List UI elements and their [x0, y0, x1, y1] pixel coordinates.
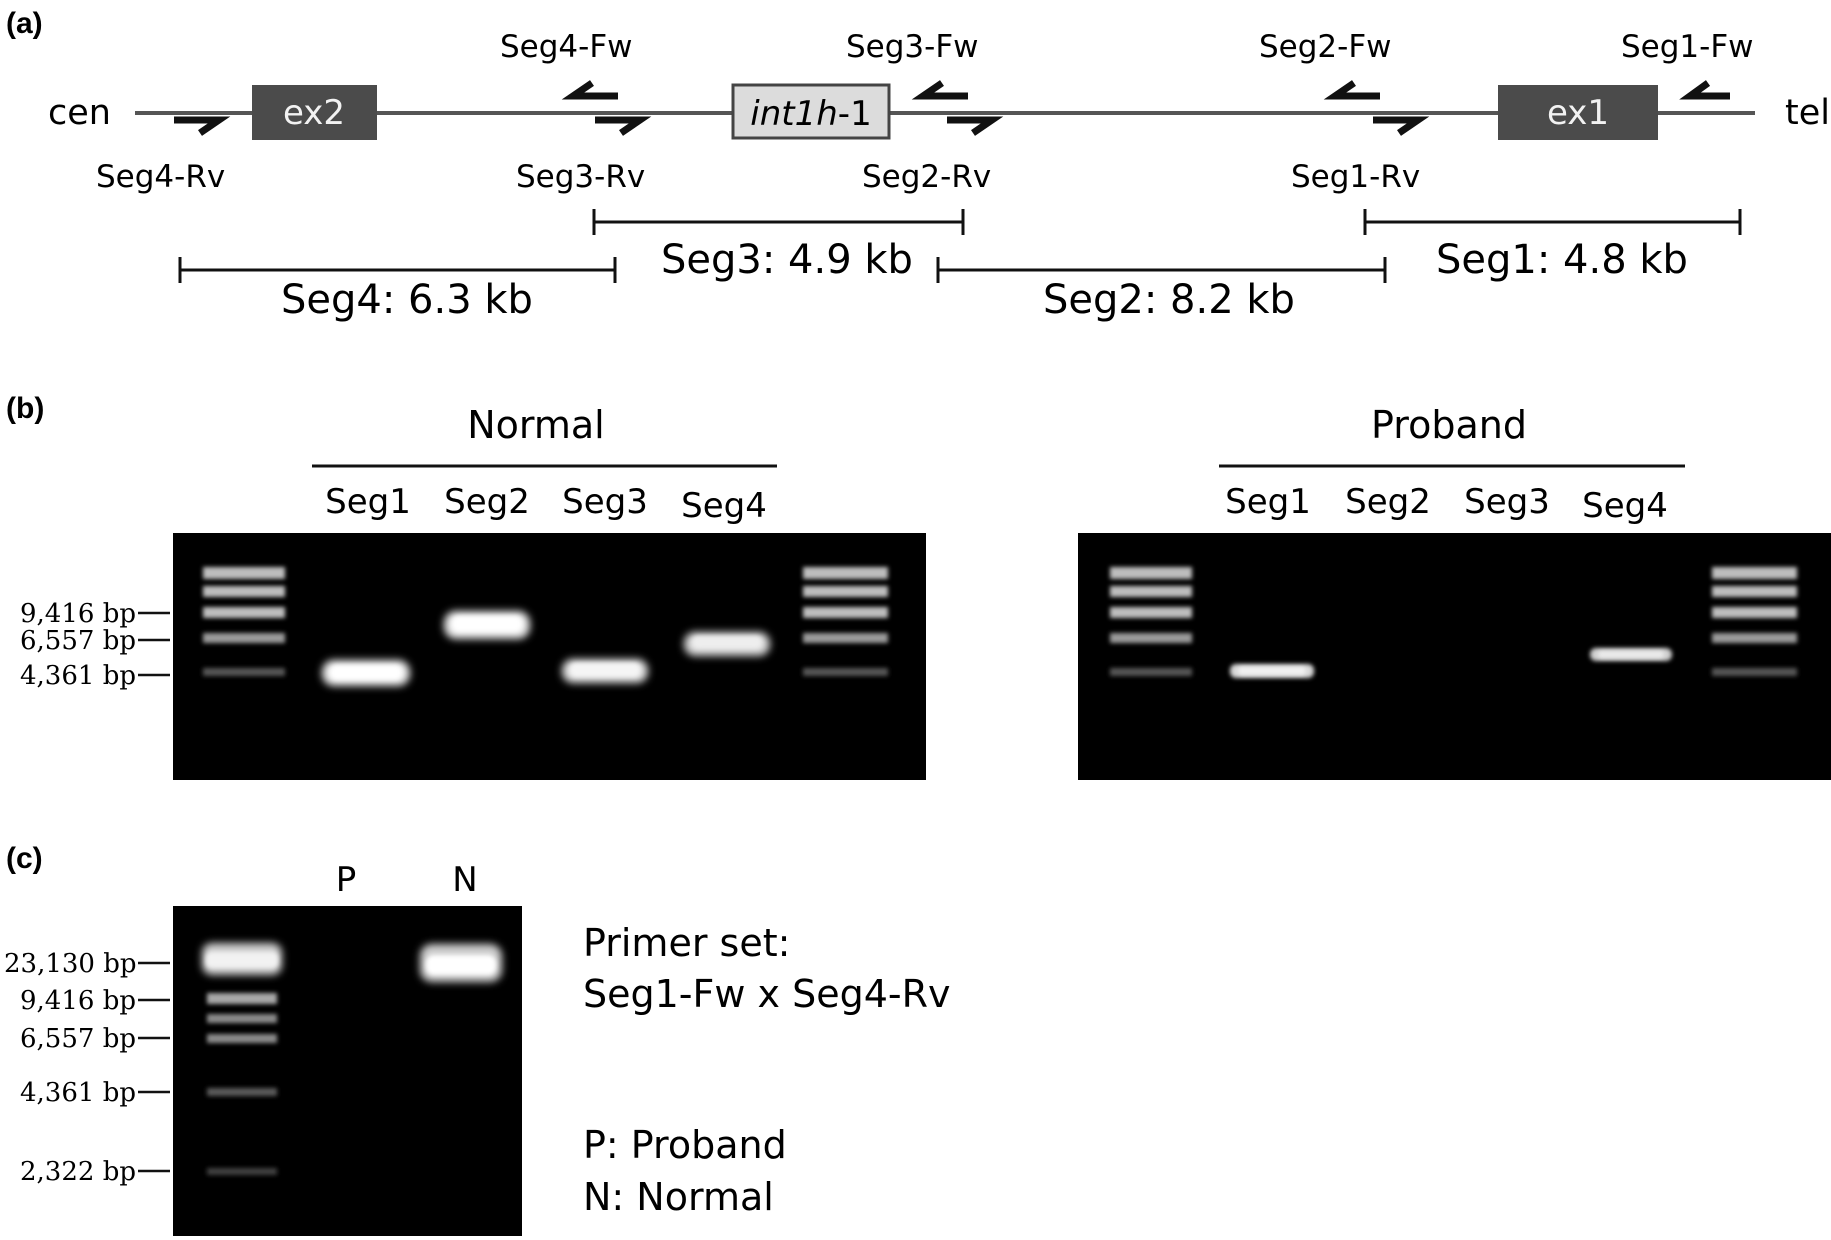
- proband-ladder-right: [1712, 567, 1797, 676]
- normal-lane-seg3: Seg3: [562, 482, 648, 522]
- normal-lane-seg1: Seg1: [325, 482, 411, 522]
- seg1-fw-arrow: [1679, 80, 1730, 100]
- seg1-length: Seg1: 4.8 kb: [1436, 237, 1688, 283]
- c-marker-4361: 4,361 bp: [20, 1078, 136, 1108]
- b-marker-6557: 6,557 bp: [20, 626, 136, 656]
- normal-band-seg3: [562, 659, 648, 683]
- int1h-suffix: -1: [838, 94, 872, 134]
- panel-c-gel: [173, 906, 522, 1236]
- normal-lane-seg4: Seg4: [681, 486, 767, 526]
- legend-normal: N: Normal: [583, 1175, 774, 1219]
- seg1-rv-label: Seg1-Rv: [1291, 159, 1420, 195]
- lane-p-label: P: [336, 860, 357, 900]
- proband-gel: [1078, 533, 1831, 780]
- seg4-fw-arrow: [561, 80, 618, 100]
- seg2-rv-arrow: [947, 116, 1004, 136]
- c-marker-9416: 9,416 bp: [20, 986, 136, 1016]
- exon-2-box: [252, 85, 377, 140]
- seg1-rv-arrow: [1373, 116, 1430, 136]
- tel-label: tel: [1785, 93, 1830, 133]
- seg4-fw-label: Seg4-Fw: [500, 29, 633, 65]
- seg4-bracket: [178, 257, 617, 283]
- seg3-fw-label: Seg3-Fw: [846, 29, 979, 65]
- panel-c-band-normal: [420, 944, 502, 982]
- panel-b-label: (b): [6, 392, 44, 425]
- panel-c-ladder: [202, 943, 282, 1175]
- c-marker-2322: 2,322 bp: [20, 1157, 136, 1187]
- seg3-length: Seg3: 4.9 kb: [661, 237, 913, 283]
- normal-lane-seg2: Seg2: [444, 482, 530, 522]
- proband-ladder-left: [1110, 567, 1192, 676]
- seg4-rv-label: Seg4-Rv: [96, 159, 225, 195]
- normal-header: Normal: [467, 403, 605, 447]
- normal-ladder-left: [203, 567, 285, 676]
- int1h-italic: int1h: [750, 94, 838, 134]
- c-marker-23130: 23,130 bp: [4, 949, 137, 979]
- proband-lane-seg4: Seg4: [1582, 486, 1668, 526]
- normal-gel: [173, 533, 926, 780]
- exon-1-label: ex1: [1547, 93, 1609, 133]
- panel-c: (c) P N 23,130 bp 9,416 bp 6,557 bp 4,36…: [4, 842, 951, 1236]
- seg2-length: Seg2: 8.2 kb: [1043, 277, 1295, 323]
- proband-band-seg1: [1230, 664, 1314, 678]
- seg2-bracket: [936, 257, 1387, 283]
- normal-ladder-right: [803, 567, 888, 676]
- primer-set-title: Primer set:: [583, 921, 790, 965]
- int1h-label: int1h-1: [750, 94, 871, 134]
- normal-band-seg1: [322, 660, 410, 686]
- c-marker-6557: 6,557 bp: [20, 1024, 136, 1054]
- seg2-fw-arrow: [1323, 80, 1380, 100]
- panel-a-label: (a): [6, 7, 43, 40]
- proband-lane-seg3: Seg3: [1464, 482, 1550, 522]
- proband-gel-background: [1078, 533, 1831, 780]
- seg4-length: Seg4: 6.3 kb: [281, 277, 533, 323]
- seg1-fw-label: Seg1-Fw: [1621, 29, 1754, 65]
- b-marker-9416: 9,416 bp: [20, 599, 136, 629]
- seg3-rv-arrow: [595, 116, 652, 136]
- primer-set-value: Seg1-Fw x Seg4-Rv: [583, 972, 951, 1016]
- legend-proband: P: Proband: [583, 1123, 787, 1167]
- normal-gel-background: [173, 533, 926, 780]
- normal-band-seg2: [444, 611, 530, 639]
- normal-band-seg4: [684, 632, 770, 656]
- seg4-rv-arrow: [174, 116, 231, 136]
- proband-header: Proband: [1371, 403, 1527, 447]
- b-marker-4361: 4,361 bp: [20, 661, 136, 691]
- panel-c-label: (c): [6, 842, 43, 875]
- seg1-bracket: [1363, 209, 1742, 235]
- seg2-rv-label: Seg2-Rv: [862, 159, 991, 195]
- proband-band-seg4: [1590, 648, 1672, 661]
- panel-a: (a) cen tel ex2 ex1 int1h-1 Seg4-Fw Seg3…: [6, 7, 1830, 323]
- seg2-fw-label: Seg2-Fw: [1259, 29, 1392, 65]
- panel-b: (b) Normal Proband Seg1 Seg2 Seg3 Seg4 S…: [6, 392, 1831, 780]
- int1h-box: [731, 83, 891, 140]
- cen-label: cen: [48, 93, 111, 133]
- seg3-fw-arrow: [911, 80, 968, 100]
- exon-1-box: [1498, 85, 1658, 140]
- seg3-rv-label: Seg3-Rv: [516, 159, 645, 195]
- seg3-bracket: [592, 209, 965, 235]
- proband-lane-seg1: Seg1: [1225, 482, 1311, 522]
- exon-2-label: ex2: [283, 93, 345, 133]
- proband-lane-seg2: Seg2: [1345, 482, 1431, 522]
- lane-n-label: N: [452, 860, 477, 900]
